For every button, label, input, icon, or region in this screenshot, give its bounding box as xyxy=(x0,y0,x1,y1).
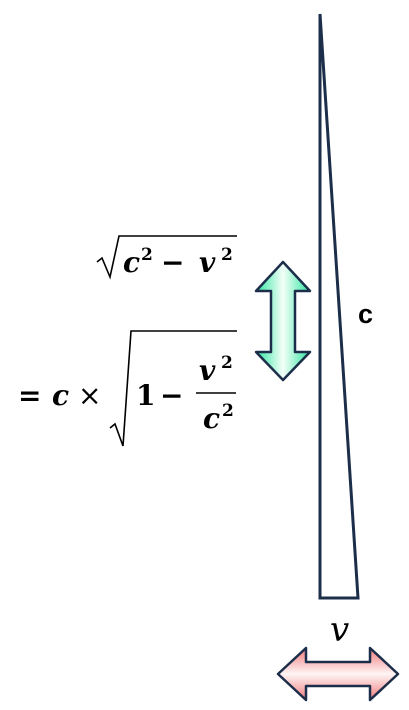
vertical-double-arrow xyxy=(254,260,312,382)
fraction-numerator-exp: 2 xyxy=(221,353,233,373)
fraction-numerator: v xyxy=(199,354,216,387)
formula-equals: = xyxy=(18,379,41,412)
base-label: v xyxy=(330,610,349,650)
sqrt-top-v: v xyxy=(199,246,216,279)
sqrt-c2-minus-v2: c 2 − v 2 xyxy=(96,235,237,280)
radical-sign-formula xyxy=(109,330,237,447)
hypotenuse-label: c xyxy=(358,299,373,329)
horizontal-double-arrow xyxy=(276,646,400,702)
fraction-denominator-exp: 2 xyxy=(222,401,234,421)
formula-minus: − xyxy=(160,379,183,412)
sqrt-top-c-exp: 2 xyxy=(141,245,153,265)
sqrt-top-v-exp: 2 xyxy=(221,245,233,265)
sqrt-top-c: c xyxy=(123,246,140,279)
formula-times: × xyxy=(78,379,101,412)
formula-c: c xyxy=(52,379,69,412)
sqrt-top-minus: − xyxy=(161,246,184,279)
right-triangle xyxy=(318,13,360,600)
formula-one: 1 xyxy=(136,379,155,412)
fraction-denominator: c xyxy=(203,402,220,435)
radical-sign-top xyxy=(96,235,237,280)
lorentz-formula: = c × 1 − v 2 c 2 xyxy=(18,330,237,447)
